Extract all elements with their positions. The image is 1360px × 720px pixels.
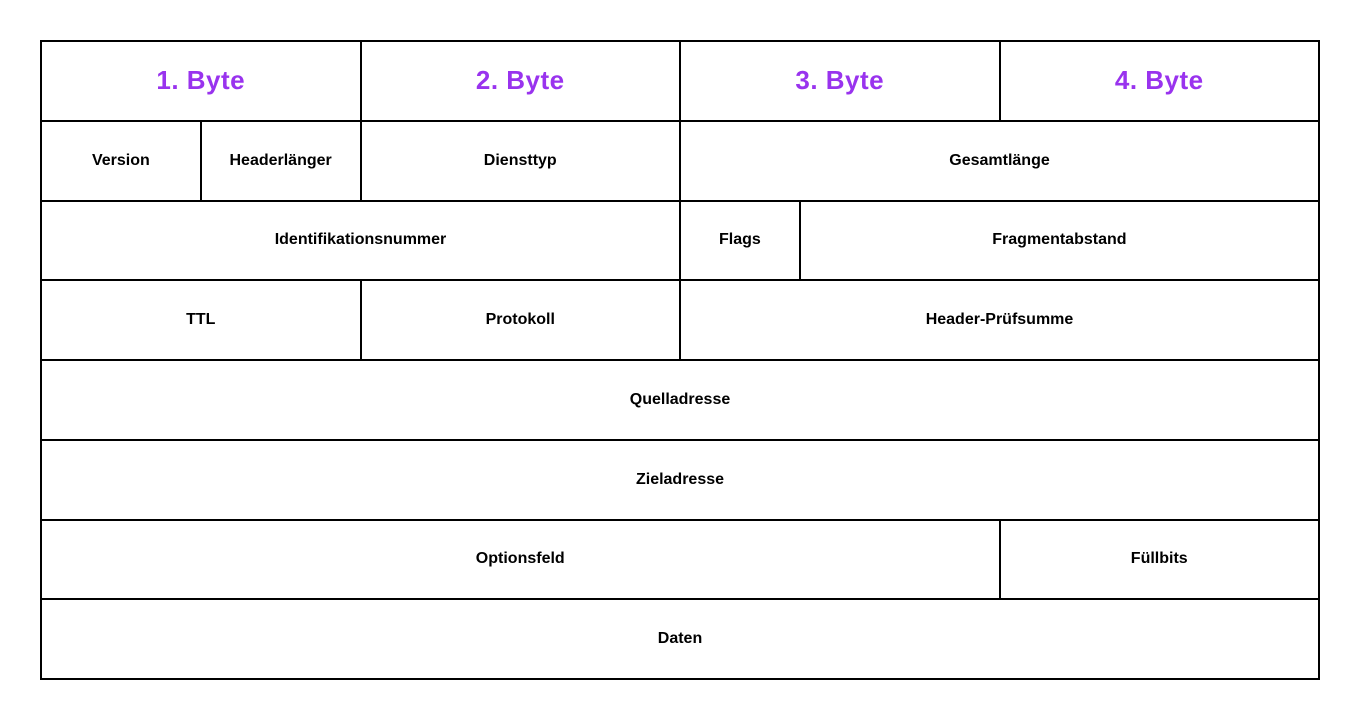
- byte-header-3: 3. Byte: [680, 41, 1000, 121]
- cell-version: Version: [41, 120, 201, 201]
- byte-header-2: 2. Byte: [360, 41, 680, 121]
- cell-identifikationsnummer: Identifikationsnummer: [41, 200, 680, 281]
- ip-header-table: 1. Byte 2. Byte 3. Byte 4. Byte Version …: [40, 40, 1320, 680]
- cell-diensttyp: Diensttyp: [360, 120, 680, 201]
- cell-gesamtlaenge: Gesamtlänge: [680, 120, 1319, 201]
- cell-fragmentabstand: Fragmentabstand: [799, 200, 1319, 281]
- cell-fuellbits: Füllbits: [999, 519, 1319, 600]
- cell-zieladresse: Zieladresse: [41, 439, 1319, 520]
- cell-daten: Daten: [41, 599, 1319, 679]
- byte-header-1: 1. Byte: [41, 41, 361, 121]
- cell-protokoll: Protokoll: [360, 280, 680, 360]
- cell-headerlaenger: Headerlänger: [200, 120, 361, 201]
- cell-quelladresse: Quelladresse: [41, 360, 1319, 440]
- cell-flags: Flags: [680, 200, 800, 281]
- byte-header-4: 4. Byte: [999, 41, 1319, 121]
- cell-ttl: TTL: [41, 280, 361, 360]
- ip-header-diagram: 1. Byte 2. Byte 3. Byte 4. Byte Version …: [40, 40, 1320, 680]
- cell-optionsfeld: Optionsfeld: [41, 519, 1000, 600]
- cell-header-pruefsumme: Header-Prüfsumme: [680, 280, 1319, 360]
